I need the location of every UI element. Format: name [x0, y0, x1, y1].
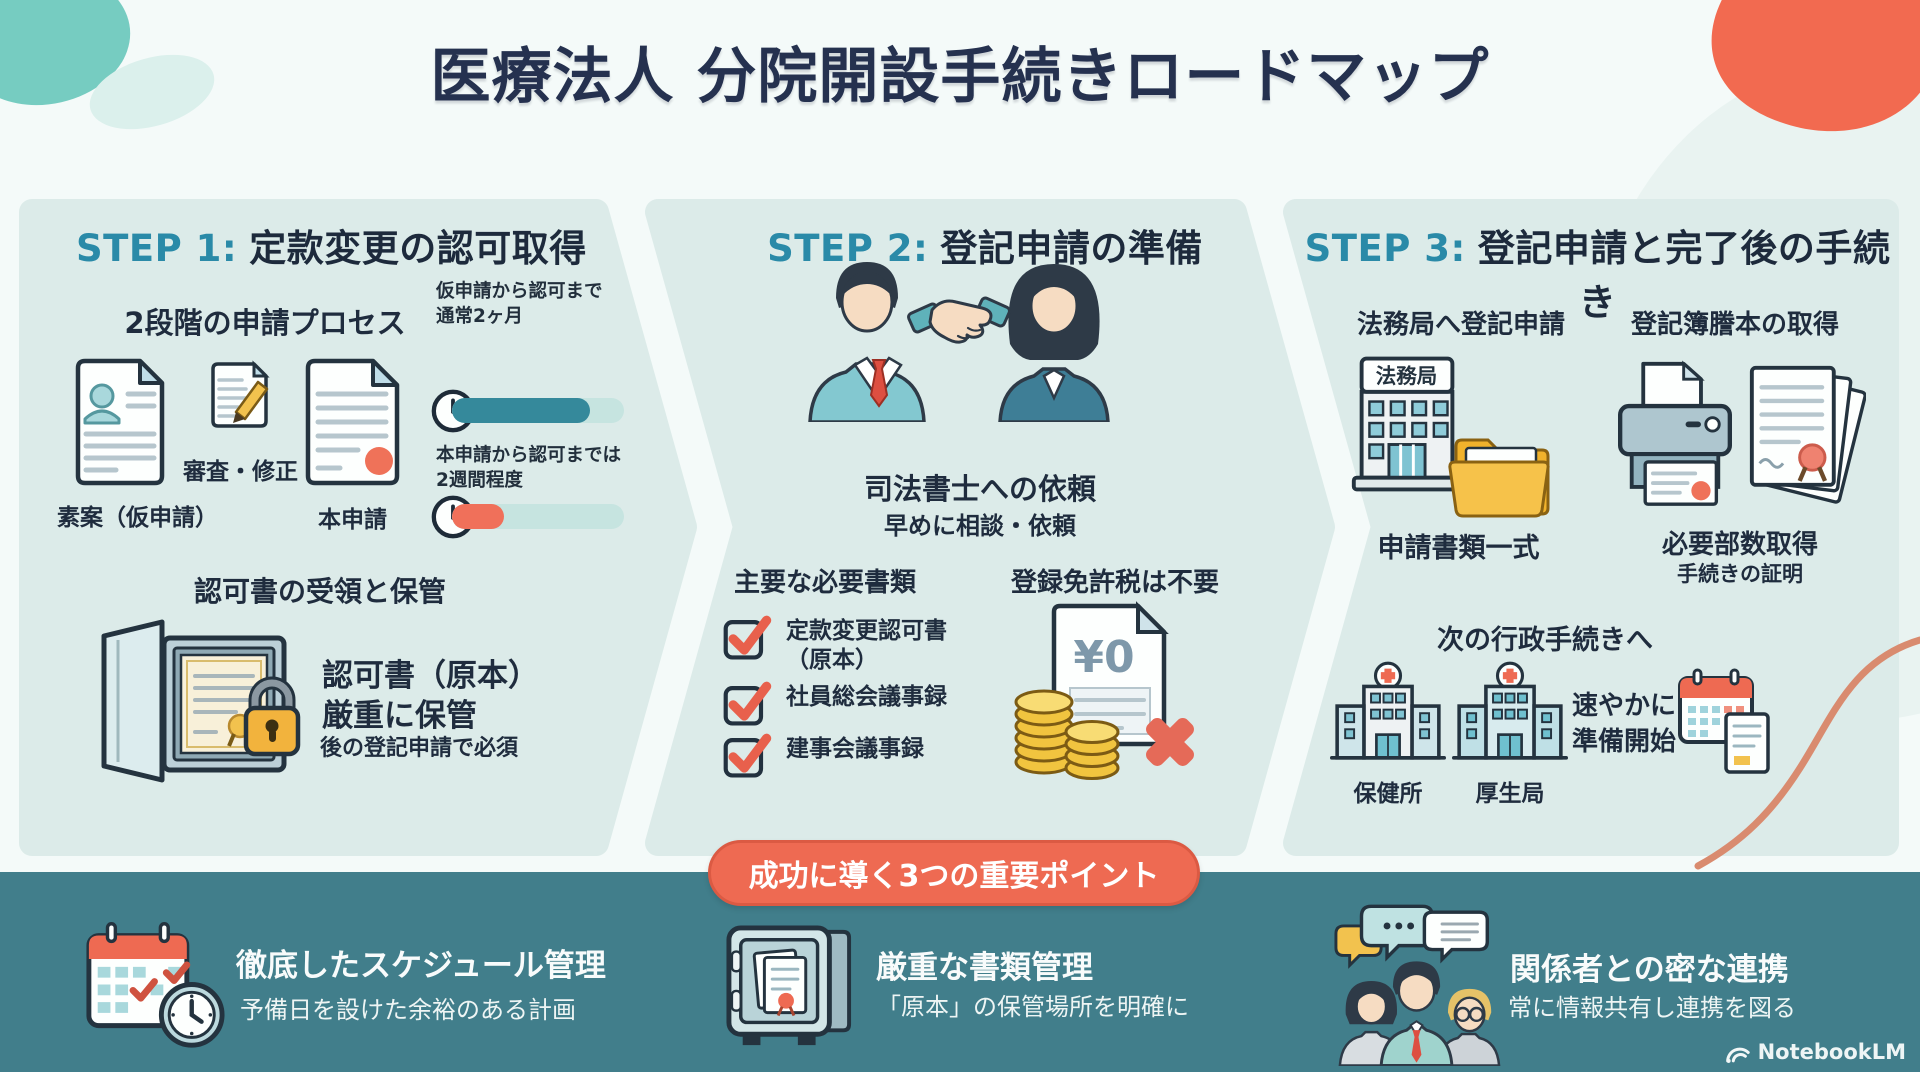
calendar-document-icon — [1678, 668, 1770, 774]
step1-final-caption: 本申請 — [318, 507, 387, 533]
printer-icon — [1618, 360, 1732, 506]
notebooklm-icon — [1725, 1047, 1750, 1063]
step1-review-caption: 審査・修正 — [183, 459, 298, 485]
step3-filing-caption: 申請書類一式 — [1377, 533, 1540, 564]
people-chat-icon — [1334, 904, 1501, 1066]
checkbox-icon — [723, 733, 772, 778]
step3-office1-label: 保健所 — [1353, 781, 1423, 807]
certificates-stack-icon — [1749, 365, 1866, 504]
calendar-clock-icon — [86, 922, 225, 1048]
timeline2-progress-bar — [452, 504, 624, 529]
checkbox-icon — [723, 615, 772, 660]
step3-next-note: 速やかに 準備開始 — [1572, 691, 1677, 758]
step2-delegate-title: 司法書士への依頼 — [863, 472, 1096, 506]
step3-next-title: 次の行政手続きへ — [1437, 625, 1653, 656]
zero-yen-label: ¥0 — [1073, 632, 1134, 683]
checklist-item-label: 定款変更認可書 （原本） — [786, 618, 947, 673]
timeline2-label: 本申請から認可までは 2週間程度 — [436, 445, 622, 491]
checklist-item-label: 建事会議事録 — [786, 736, 924, 762]
step2-docs-title: 主要な必要書類 — [733, 568, 916, 598]
timeline1-progress-fill — [452, 398, 590, 423]
step2-delegate-sub: 早めに相談・依頼 — [884, 512, 1076, 540]
bureau-sign-label: 法務局 — [1376, 364, 1437, 388]
hospital-icon — [1452, 661, 1568, 760]
zero-yen-document-icon: ¥0 — [1014, 601, 1194, 780]
timeline1-progress-bar — [452, 398, 624, 423]
final-document-icon — [305, 358, 400, 486]
step3-label: STEP 3: — [1304, 227, 1466, 270]
hospital-icon — [1330, 661, 1446, 760]
mint-blob — [89, 54, 215, 130]
brand-name: NotebookLM — [1757, 1040, 1906, 1064]
step3-office2-label: 厚生局 — [1475, 781, 1545, 807]
teal-corner-blob — [0, 0, 131, 105]
government-building-icon: 法務局 — [1351, 356, 1463, 492]
step1-storage-line1: 認可書（原本） — [322, 658, 539, 694]
point3-title: 関係者との密な連携 — [1510, 952, 1789, 988]
brand: NotebookLM — [1723, 1040, 1906, 1064]
step2-label: STEP 2: — [767, 227, 929, 270]
timeline1-label: 仮申請から認可まで 通常2ヶ月 — [436, 281, 603, 327]
step2-header: STEP 2: 登記申請の準備 — [655, 218, 1315, 272]
page-title: 医療法人 分院開設手続きロードマップ — [430, 42, 1490, 112]
step2-tax-title: 登録免許税は不要 — [1010, 568, 1219, 598]
checklist-item: 建事会議事録 — [722, 730, 924, 780]
step1-header: STEP 1: 定款変更の認可取得 — [76, 218, 587, 272]
step1-storage-title: 認可書の受領と保管 — [193, 575, 446, 608]
step3-header: STEP 3: 登記申請と完了後の手続き — [1300, 218, 1895, 326]
step1-process-title: 2段階の申請プロセス — [124, 306, 406, 340]
checklist-item-label: 社員総会議事録 — [786, 684, 947, 710]
salmon-corner-blob — [1711, 0, 1920, 132]
certificate-door-icon — [101, 619, 301, 783]
point2-desc: 「原本」の保管場所を明確に — [877, 993, 1189, 1021]
step3-copies-title: 登記簿謄本の取得 — [1630, 310, 1839, 340]
handshake-people-icon — [808, 262, 1110, 422]
step1-storage-line2: 厳重に保管 — [322, 698, 477, 734]
orange-curve-line — [1694, 636, 1920, 870]
cross-x-icon — [1146, 718, 1194, 766]
coins-icon — [1014, 689, 1120, 780]
point3-desc: 常に情報共有し連携を図る — [1508, 994, 1796, 1022]
point2-title: 厳重な書類管理 — [876, 950, 1093, 986]
checklist-item: 定款変更認可書 （原本） — [722, 612, 947, 675]
point1-title: 徹底したスケジュール管理 — [236, 948, 606, 984]
timeline2-progress-fill — [452, 504, 504, 529]
step2-title: 登記申請の準備 — [940, 227, 1203, 270]
step1-label: STEP 1: — [76, 227, 238, 270]
point1-desc: 予備日を設けた余裕のある計画 — [240, 996, 576, 1024]
checklist-item: 社員総会議事録 — [722, 678, 947, 728]
step3-filing-title: 法務局へ登記申請 — [1356, 310, 1565, 340]
safe-icon — [726, 925, 852, 1046]
folder-icon — [1448, 438, 1550, 518]
step1-draft-caption: 素案（仮申請） — [57, 505, 218, 531]
draft-document-icon — [75, 358, 165, 486]
step3-copies-caption1: 必要部数取得 — [1661, 530, 1818, 560]
padlock-icon — [243, 676, 301, 757]
key-points-banner: 成功に導く3つの重要ポイント — [708, 840, 1200, 906]
checkbox-icon — [723, 681, 772, 726]
step3-title: 登記申請と完了後の手続き — [1477, 227, 1891, 324]
step1-title: 定款変更の認可取得 — [249, 227, 587, 270]
review-pencil-icon — [211, 360, 270, 428]
step3-copies-caption2: 手続きの証明 — [1677, 562, 1803, 586]
step1-storage-line3: 後の登記申請で必須 — [320, 736, 519, 761]
